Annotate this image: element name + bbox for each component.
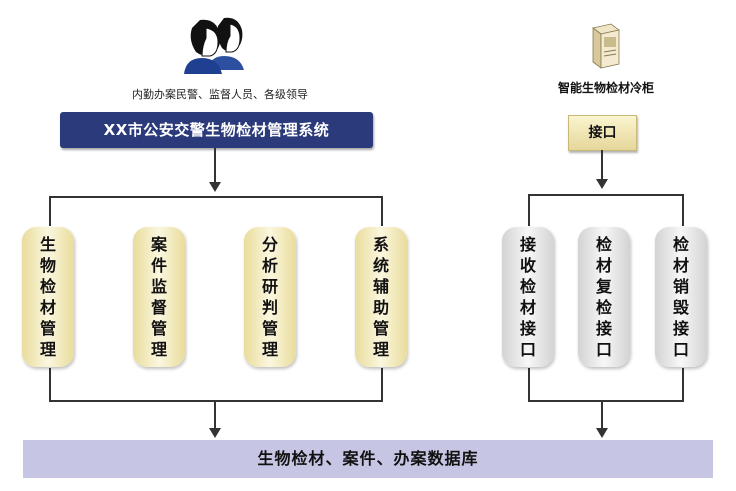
users-icon	[184, 17, 244, 74]
module-char: 检	[595, 298, 612, 317]
module-char: 接	[519, 319, 536, 338]
interface-destroy-specimen[interactable]: 检 材 销 毁 接 口	[655, 227, 707, 367]
module-char: 管	[39, 319, 56, 338]
connector-line	[49, 400, 383, 402]
connector-line	[49, 196, 51, 226]
module-char: 理	[261, 340, 278, 359]
module-char: 生	[39, 235, 56, 254]
module-char: 接	[672, 319, 689, 338]
system-title[interactable]: XX市公安交警生物检材管理系统	[60, 112, 373, 148]
module-char: 监	[150, 277, 167, 296]
connector-line	[214, 148, 216, 184]
connector-line	[528, 400, 684, 402]
database-bar[interactable]: 生物检材、案件、办案数据库	[23, 440, 713, 478]
arrow-down-icon	[209, 428, 221, 438]
arrow-down-icon	[596, 428, 608, 438]
module-case-supervision[interactable]: 案 件 监 督 管 理	[133, 227, 185, 367]
module-specimen-management[interactable]: 生 物 检 材 管 理	[22, 227, 74, 367]
module-char: 管	[261, 319, 278, 338]
module-char: 口	[519, 340, 536, 359]
module-char: 判	[261, 298, 278, 317]
cabinet-icon	[592, 23, 620, 69]
module-char: 件	[150, 256, 167, 275]
module-char: 口	[595, 340, 612, 359]
cabinet-caption: 智能生物检材冷柜	[557, 81, 654, 95]
module-char: 析	[261, 256, 278, 275]
module-char: 统	[372, 256, 389, 275]
module-char: 口	[672, 340, 689, 359]
module-char: 接	[519, 235, 536, 254]
connector-line	[381, 368, 383, 401]
interface-receive-specimen[interactable]: 接 收 检 材 接 口	[502, 227, 554, 367]
module-char: 辅	[372, 277, 389, 296]
interface-box[interactable]: 接口	[568, 115, 637, 151]
arrow-down-icon	[596, 179, 608, 189]
connector-line	[49, 196, 382, 198]
connector-line	[601, 150, 603, 180]
module-char: 理	[39, 340, 56, 359]
connector-line	[528, 194, 684, 196]
module-char: 材	[672, 256, 689, 275]
module-char: 材	[519, 298, 536, 317]
module-char: 案	[150, 235, 167, 254]
module-char: 管	[150, 319, 167, 338]
users-caption: 内勤办案民警、监督人员、各级领导	[132, 88, 308, 101]
connector-line	[49, 368, 51, 401]
module-char: 理	[372, 340, 389, 359]
module-char: 研	[261, 277, 278, 296]
module-char: 检	[595, 235, 612, 254]
module-char: 检	[672, 235, 689, 254]
module-char: 材	[39, 298, 56, 317]
connector-line	[528, 194, 530, 226]
module-analysis[interactable]: 分 析 研 判 管 理	[244, 227, 296, 367]
module-char: 毁	[672, 298, 689, 317]
module-system-support[interactable]: 系 统 辅 助 管 理	[355, 227, 407, 367]
connector-line	[682, 368, 684, 401]
module-char: 分	[261, 235, 278, 254]
connector-line	[682, 194, 684, 226]
module-char: 督	[150, 298, 167, 317]
module-char: 接	[595, 319, 612, 338]
module-char: 理	[150, 340, 167, 359]
connector-line	[214, 400, 216, 430]
connector-line	[381, 196, 383, 226]
module-char: 销	[672, 277, 689, 296]
module-char: 材	[595, 256, 612, 275]
connector-line	[528, 368, 530, 401]
module-char: 系	[372, 235, 389, 254]
connector-line	[601, 400, 603, 430]
module-char: 检	[39, 277, 56, 296]
module-char: 助	[372, 298, 389, 317]
module-char: 复	[595, 277, 612, 296]
interface-recheck-specimen[interactable]: 检 材 复 检 接 口	[578, 227, 630, 367]
module-char: 收	[519, 256, 536, 275]
arrow-down-icon	[209, 182, 221, 192]
module-char: 管	[372, 319, 389, 338]
module-char: 检	[519, 277, 536, 296]
module-char: 物	[39, 256, 56, 275]
